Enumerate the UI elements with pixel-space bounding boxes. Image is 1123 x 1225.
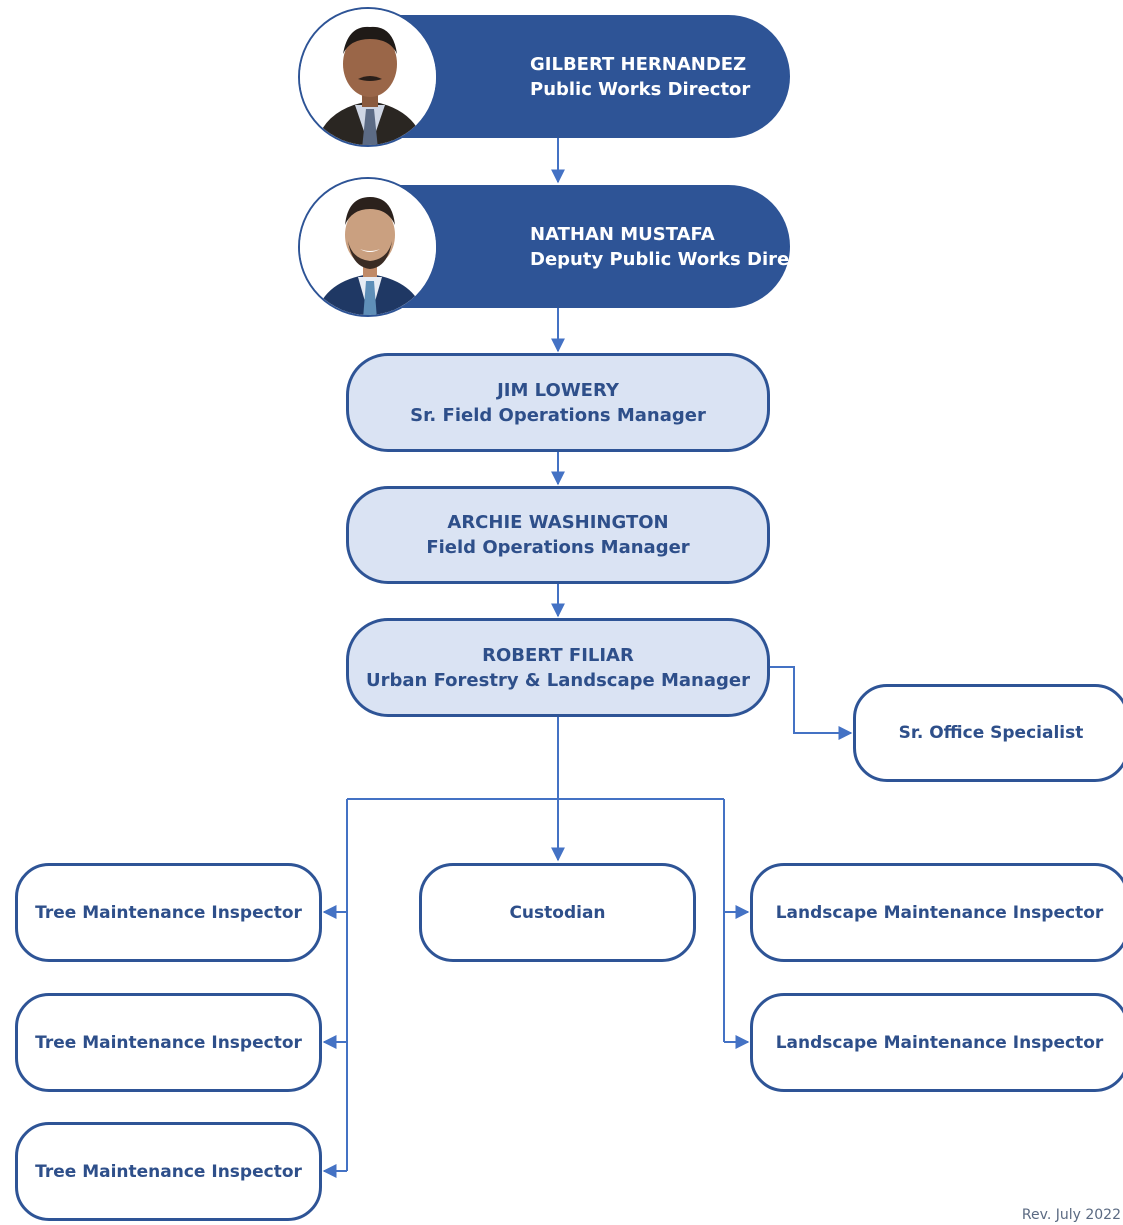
landscape-inspector-box-1: Landscape Maintenance Inspector <box>750 863 1123 962</box>
tree-inspector-title-2: Tree Maintenance Inspector <box>35 1032 302 1053</box>
urban-forestry-manager-title: Urban Forestry & Landscape Manager <box>366 669 750 691</box>
office-specialist-box: Sr. Office Specialist <box>853 684 1123 782</box>
office-specialist-title: Sr. Office Specialist <box>898 723 1084 743</box>
field-operations-manager-title: Field Operations Manager <box>426 537 690 558</box>
sr-field-operations-manager-name: JIM LOWERY <box>497 379 619 401</box>
deputy-name: NATHAN MUSTAFA <box>530 223 715 245</box>
field-operations-manager-box: ARCHIE WASHINGTON Field Operations Manag… <box>346 486 770 584</box>
sr-field-operations-manager-box: JIM LOWERY Sr. Field Operations Manager <box>346 353 770 452</box>
landscape-inspector-box-2: Landscape Maintenance Inspector <box>750 993 1123 1092</box>
director-name: GILBERT HERNANDEZ <box>530 53 747 75</box>
director-title: Public Works Director <box>530 78 751 100</box>
urban-forestry-manager-name: ROBERT FILIAR <box>482 644 634 666</box>
deputy-title: Deputy Public Works Director <box>530 248 830 270</box>
tree-inspector-box-1: Tree Maintenance Inspector <box>15 863 322 962</box>
sr-field-operations-manager-title: Sr. Field Operations Manager <box>410 404 706 426</box>
tree-inspector-title-3: Tree Maintenance Inspector <box>35 1161 302 1182</box>
deputy-box: NATHAN MUSTAFA Deputy Public Works Direc… <box>370 185 830 308</box>
revision-date: Rev. July 2022 <box>1021 1207 1121 1223</box>
landscape-inspector-title-1: Landscape Maintenance Inspector <box>775 902 1104 923</box>
field-operations-manager-name: ARCHIE WASHINGTON <box>447 512 669 533</box>
custodian-title: Custodian <box>509 902 606 923</box>
tree-inspector-box-3: Tree Maintenance Inspector <box>15 1122 322 1221</box>
urban-forestry-manager-box: ROBERT FILIAR Urban Forestry & Landscape… <box>346 618 770 717</box>
director-photo <box>298 7 438 147</box>
connector-to-office-specialist <box>770 666 853 740</box>
landscape-inspector-title-2: Landscape Maintenance Inspector <box>775 1032 1104 1053</box>
custodian-box: Custodian <box>419 863 696 962</box>
tree-inspector-title-1: Tree Maintenance Inspector <box>35 902 302 923</box>
deputy-photo <box>298 177 438 317</box>
tree-inspector-box-2: Tree Maintenance Inspector <box>15 993 322 1092</box>
director-box: GILBERT HERNANDEZ Public Works Director <box>370 15 790 138</box>
